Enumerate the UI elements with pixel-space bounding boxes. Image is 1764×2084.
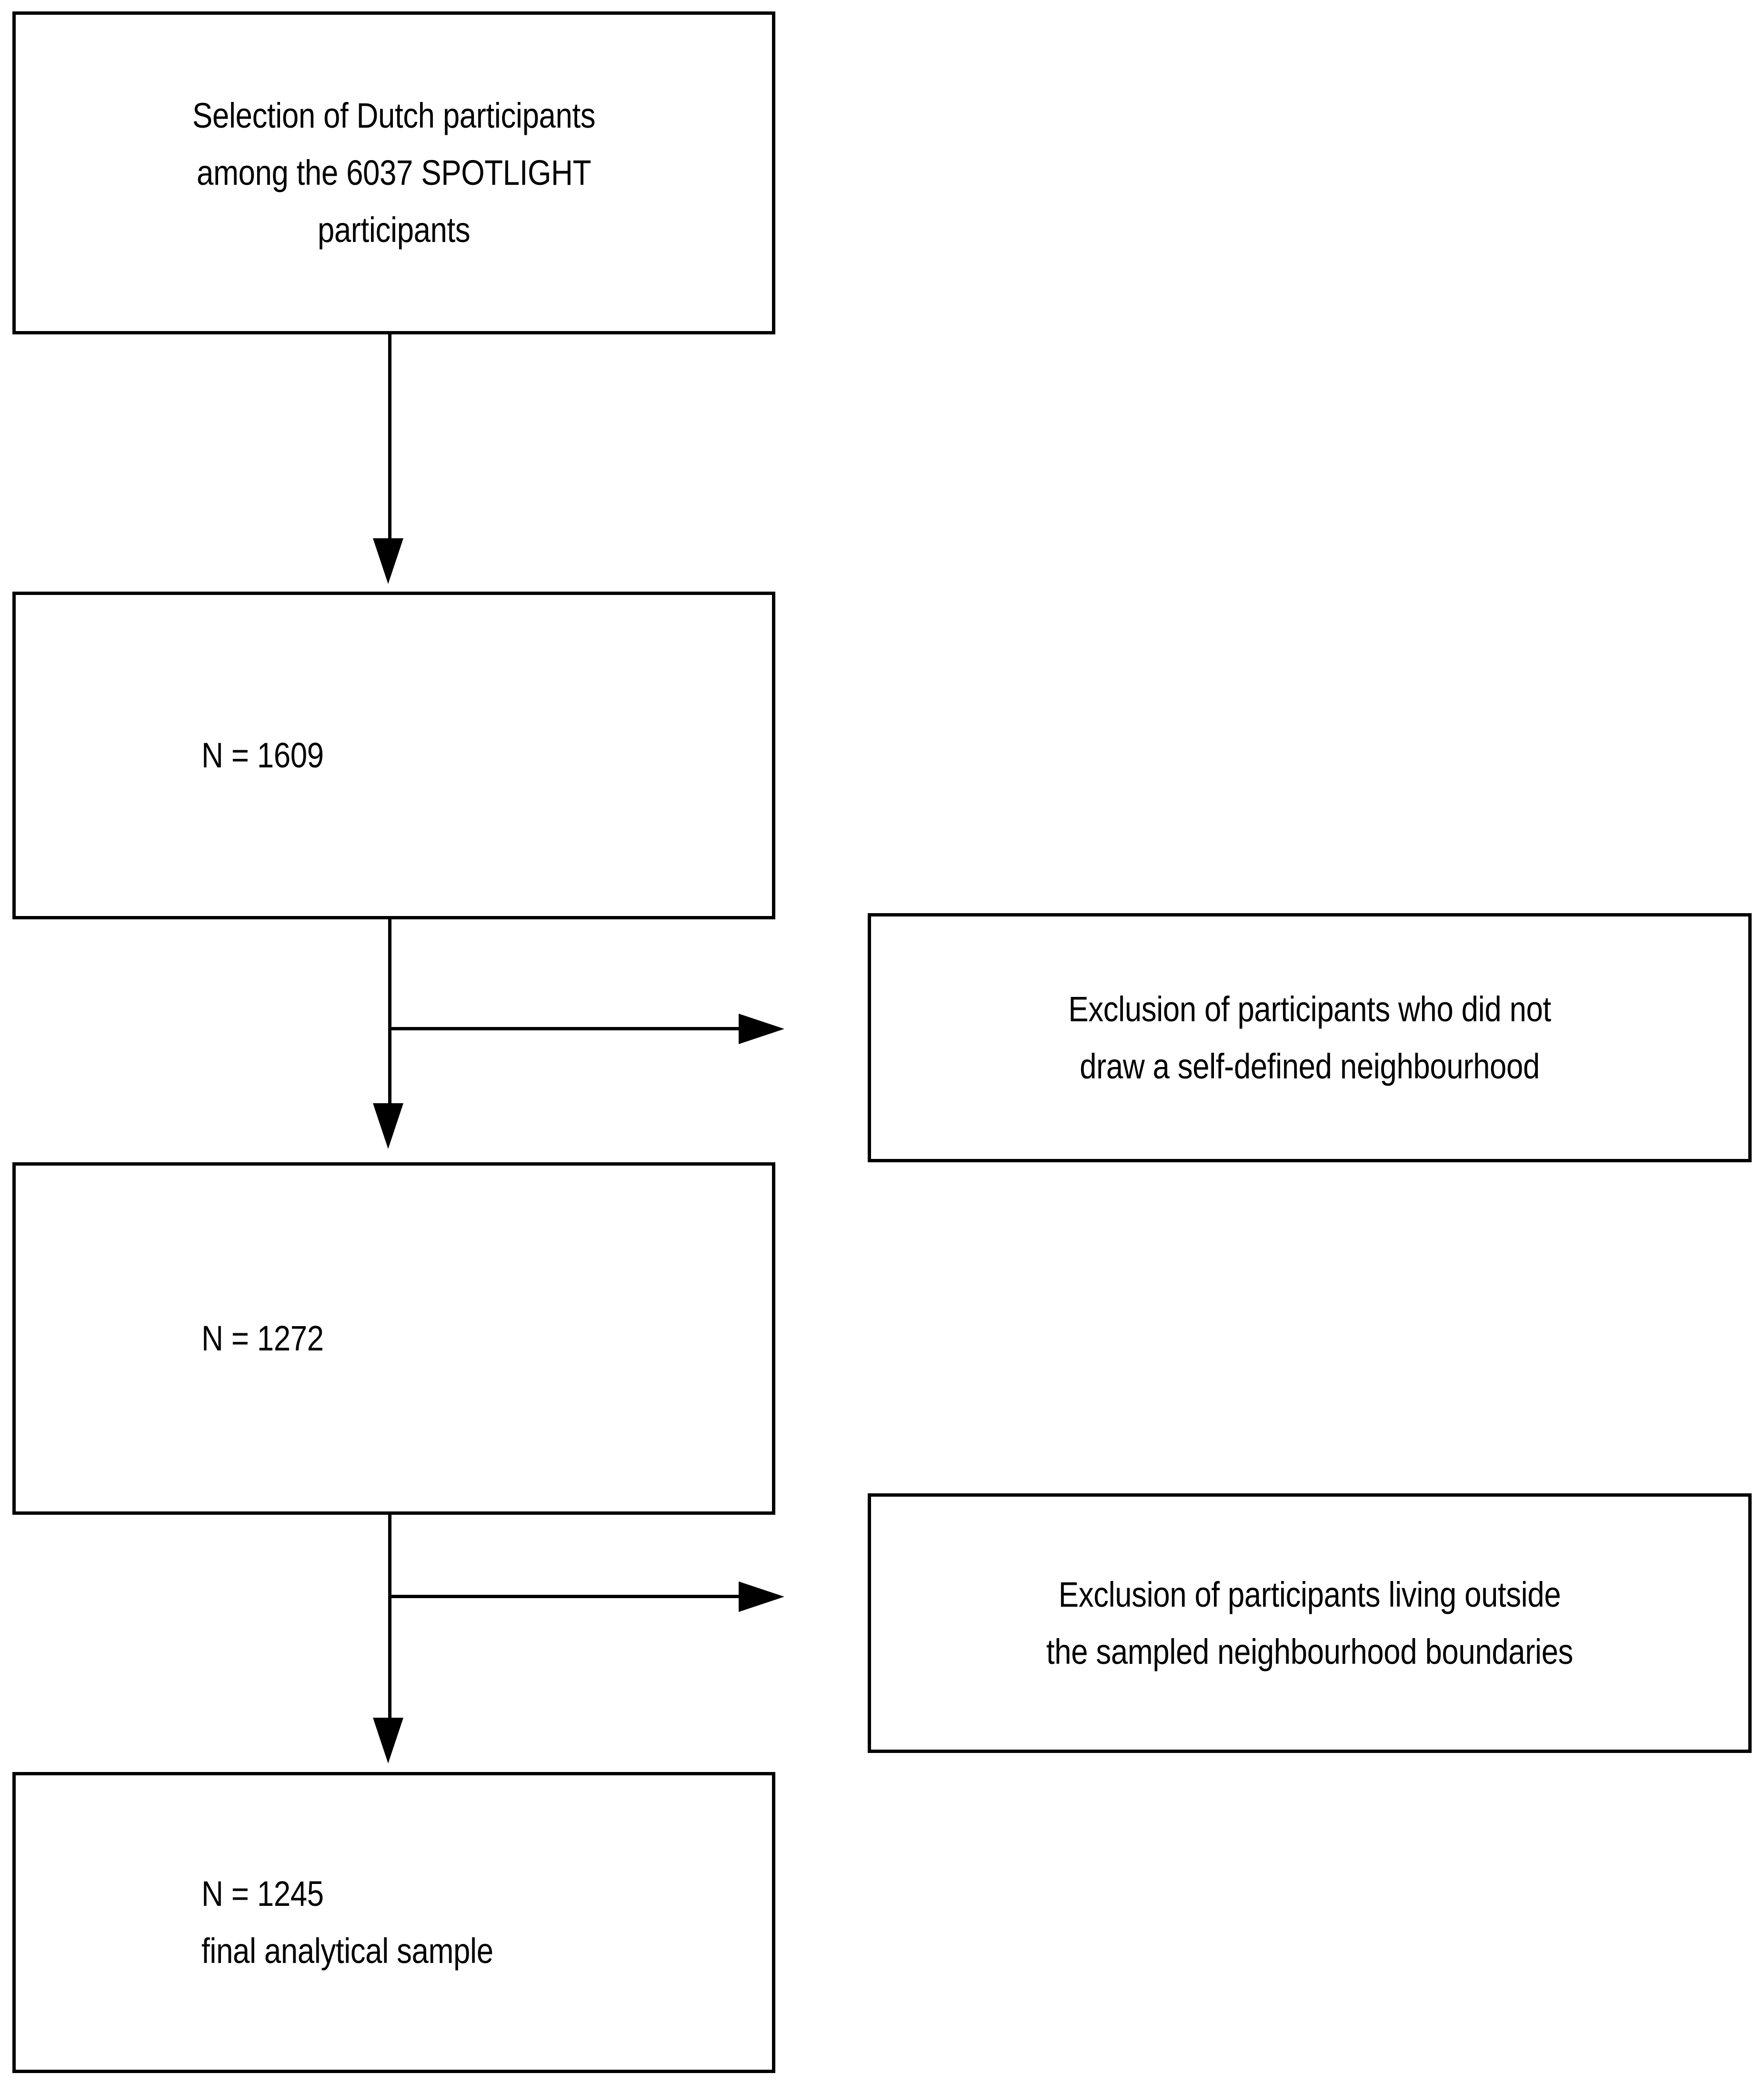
connector-stage-2-to-stage-3-line [388,1515,391,1720]
arrow-right-icon-stage-2-to-exclusion-2 [739,1581,784,1612]
flow-node-exclusion-2-line-1: Exclusion of participants living outside [1058,1574,1561,1614]
flow-node-stage-1-count: N = 1609 [201,735,324,775]
flow-node-exclusion-2: Exclusion of participants living outside… [868,1493,1752,1753]
connector-stage-2-to-exclusion-2-line [388,1595,741,1598]
flow-node-source-line-3: participants [317,210,471,250]
flow-node-stage-3-final: N = 1245 final analytical sample [12,1772,775,2073]
flow-node-stage-3-label: final analytical sample [201,1931,493,1971]
flow-node-stage-1: N = 1609 [12,592,775,919]
arrow-down-icon-source-to-stage-1 [373,538,403,584]
flow-node-exclusion-1-line-2: draw a self-defined neighbourhood [1080,1046,1540,1086]
flow-node-exclusion-1: Exclusion of participants who did not dr… [868,913,1752,1162]
connector-stage-1-to-exclusion-1-line [388,1027,741,1030]
flow-node-stage-2: N = 1272 [12,1162,775,1515]
flow-node-exclusion-1-line-1: Exclusion of participants who did not [1068,989,1551,1029]
flow-node-source-line-2: among the 6037 SPOTLIGHT [196,153,591,193]
flow-node-stage-3-count: N = 1245 [201,1874,324,1914]
flow-node-source-line-1: Selection of Dutch participants [192,96,596,136]
arrow-down-icon-stage-2-to-stage-3 [373,1718,403,1763]
flow-node-exclusion-2-line-2: the sampled neighbourhood boundaries [1046,1631,1574,1671]
connector-stage-1-to-stage-2-line [388,919,391,1105]
flow-node-source-population: Selection of Dutch participants among th… [12,11,775,334]
arrow-right-icon-stage-1-to-exclusion-1 [739,1014,784,1044]
connector-source-to-stage-1-line [388,334,391,540]
arrow-down-icon-stage-1-to-stage-2 [373,1103,403,1149]
flow-node-stage-2-count: N = 1272 [201,1319,324,1359]
